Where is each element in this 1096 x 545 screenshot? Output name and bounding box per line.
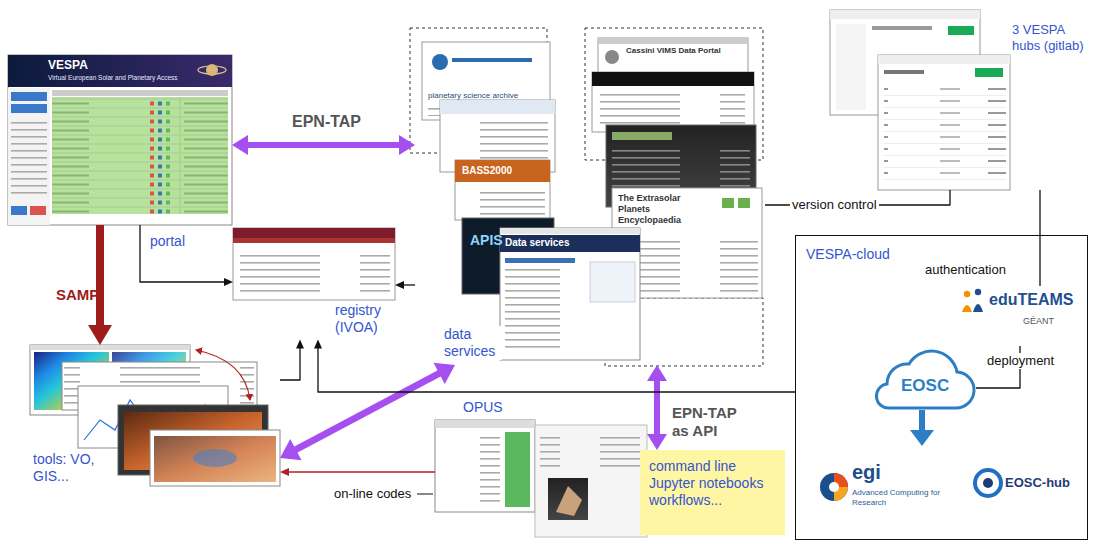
label-text: data services (442, 326, 502, 360)
node-text: OPUS (463, 399, 503, 416)
connector (140, 225, 233, 286)
node-text: GÉANT (1023, 316, 1054, 327)
arrowhead (399, 135, 415, 155)
connector-line (293, 372, 443, 451)
node-text: VESPA (48, 58, 88, 72)
arrowhead (224, 278, 233, 286)
connector-line (654, 378, 660, 437)
connector (280, 340, 304, 380)
arrowhead (280, 439, 302, 460)
arrowhead (296, 340, 304, 349)
arrowhead (232, 135, 248, 155)
connector (88, 225, 112, 345)
connector-line (287, 471, 435, 472)
node-text: egi (852, 460, 881, 484)
arrowhead (88, 325, 112, 345)
connector-line (1039, 190, 1040, 286)
arrowhead (395, 281, 404, 289)
arrowhead (647, 434, 667, 450)
tools-windows: tools: VO, GIS... (30, 345, 280, 490)
connector (314, 340, 795, 392)
opus-screenshot: OPUS (435, 398, 535, 512)
connector-line (318, 347, 795, 392)
label-text: on-line codes (334, 486, 411, 502)
portal-screenshot: VESPA Virtual European Solar and Planetar… (8, 55, 232, 225)
egi-logo: egiAdvanced Computing for Research (816, 456, 956, 521)
edge-label: SAMP (56, 286, 99, 304)
connector (280, 363, 455, 460)
eosc-cloud: EOSC (871, 346, 976, 451)
arrowhead (647, 365, 667, 381)
arrowhead (280, 468, 289, 476)
node-text: EOSC-hub (1005, 475, 1070, 491)
edge-label: EPN-TAP as API (672, 404, 754, 440)
connector-line (245, 142, 402, 148)
node-text: VESPA-cloud (806, 246, 890, 263)
edge-label: portal (150, 233, 185, 250)
node-text: Virtual European Solar and Planetary Acc… (48, 74, 200, 82)
arrowhead (314, 340, 322, 349)
node-text: eduTEAMS (989, 290, 1073, 309)
connector-line (140, 225, 226, 282)
connector-line (280, 347, 300, 380)
label-text: planetary science archive (428, 91, 518, 101)
edge-label: version control (790, 197, 879, 213)
edge-label: EPN-TAP (292, 112, 361, 131)
connector-line (96, 225, 104, 329)
registry-screenshot: registry (IVOA) (233, 228, 395, 340)
connector (232, 135, 415, 155)
connector (280, 468, 435, 476)
edge-label: deployment (985, 353, 1056, 369)
connector (1040, 190, 1041, 286)
node-text: tools: VO, GIS... (33, 451, 105, 485)
label-text: Cassini VIMS Data Portal (626, 46, 721, 56)
eduteams-logo: eduTEAMS GÉANT (961, 286, 1086, 346)
notebooks-box: command line Jupyter notebooks workflows… (640, 450, 785, 535)
label-text: The Extrasolar Planets Encyclopaedia (618, 193, 710, 225)
label-text: APIS (470, 232, 503, 249)
node-text: registry (IVOA) (335, 302, 393, 336)
data-services-stack: Data services (415, 25, 765, 365)
connector (395, 281, 415, 289)
connector-line (402, 284, 415, 285)
node-text: command line Jupyter notebooks workflows… (649, 458, 779, 508)
arrowhead (433, 363, 455, 384)
node-text: Advanced Computing for Research (852, 488, 948, 507)
eosc-hub-logo: EOSC-hub (971, 459, 1081, 509)
vespa-cloud-box: VESPA-cloud eduTEAMS GÉANT EOSC egiAdvanced … (795, 235, 1088, 540)
connector (647, 365, 667, 450)
node-text: EOSC (901, 376, 949, 396)
node-text: 3 VESPA hubs (gitlab) (1012, 22, 1092, 53)
label-text: BASS2000 (462, 165, 512, 177)
gitlab-hubs: 3 VESPA hubs (gitlab) (818, 8, 1094, 190)
label-text: authentication (925, 262, 1006, 278)
node-text: Data services (505, 237, 570, 249)
